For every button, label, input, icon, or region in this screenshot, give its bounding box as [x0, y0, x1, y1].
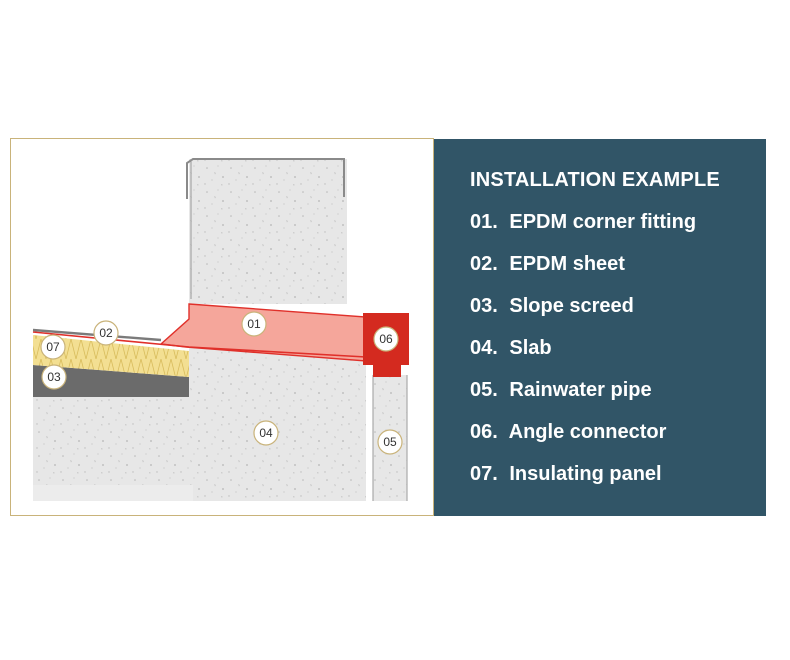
svg-text:02: 02 [99, 326, 113, 340]
marker-05: 05 [377, 429, 403, 455]
legend-item-number: 07. [470, 463, 498, 485]
marker-04: 04 [253, 420, 279, 446]
svg-text:03: 03 [47, 370, 61, 384]
svg-text:04: 04 [259, 426, 273, 440]
legend-item-epdm-corner-fitting: 01. EPDM corner fitting [470, 211, 696, 234]
legend-item-slope-screed: 03. Slope screed [470, 295, 634, 318]
legend-item-epdm-sheet: 02. EPDM sheet [470, 253, 625, 276]
installation-diagram: 01 02 03 04 05 06 [10, 138, 434, 516]
wall-flashing [186, 158, 345, 199]
legend-item-label: Slab [509, 337, 552, 359]
marker-02: 02 [93, 320, 119, 346]
legend-item-number: 06. [470, 421, 498, 443]
marker-03: 03 [41, 364, 67, 390]
legend-item-number: 02. [470, 253, 498, 275]
legend-item-label: Rainwater pipe [509, 379, 652, 401]
svg-text:05: 05 [383, 435, 397, 449]
epdm-sheet [32, 331, 367, 358]
marker-07: 07 [40, 334, 66, 360]
legend-title: INSTALLATION EXAMPLE [470, 169, 720, 191]
legend-item-rainwater-pipe: 05. Rainwater pipe [470, 379, 652, 402]
installation-card: 01 02 03 04 05 06 [10, 138, 766, 516]
legend-item-label: Slope screed [509, 295, 634, 317]
angle-connector-neck [373, 363, 401, 377]
legend-item-slab: 04. Slab [470, 337, 552, 360]
legend-item-number: 03. [470, 295, 498, 317]
upstand-wall [189, 159, 347, 304]
legend-item-number: 04. [470, 337, 498, 359]
marker-01: 01 [241, 311, 267, 337]
base-strip [33, 485, 193, 501]
legend-item-label: EPDM corner fitting [509, 211, 697, 233]
legend-panel: INSTALLATION EXAMPLE 01. EPDM corner fit… [434, 139, 766, 516]
legend-item-label: EPDM sheet [509, 253, 625, 275]
legend-item-label: Angle connector [508, 421, 667, 443]
slope-screed [33, 365, 189, 397]
legend-item-number: 05. [470, 379, 498, 401]
marker-06: 06 [373, 326, 399, 352]
legend-item-insulating-panel: 07. Insulating panel [470, 463, 662, 486]
legend-item-label: Insulating panel [509, 463, 662, 485]
svg-text:01: 01 [247, 317, 261, 331]
svg-text:07: 07 [46, 340, 60, 354]
svg-text:06: 06 [379, 332, 393, 346]
legend-item-angle-connector: 06. Angle connector [470, 421, 666, 444]
insulating-panel [33, 335, 189, 377]
legend-item-number: 01. [470, 211, 498, 233]
slab [33, 335, 366, 501]
